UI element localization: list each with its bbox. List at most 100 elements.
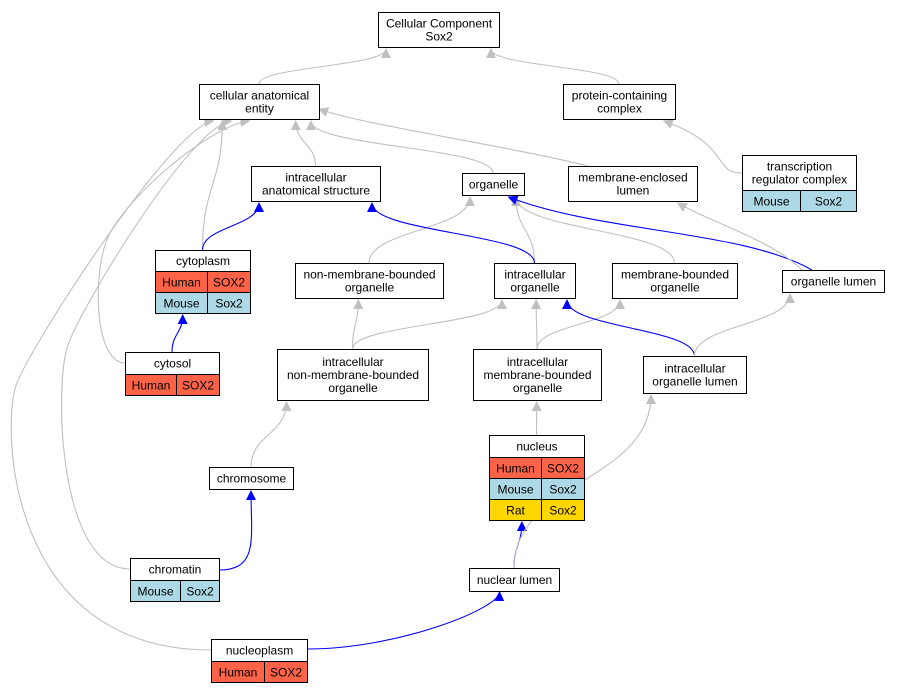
node-label-line: organelle lumen [652, 375, 737, 389]
edge-ol-to-mel [676, 202, 803, 271]
node-label-line: organelle [469, 178, 519, 192]
node-label-line: entity [245, 102, 274, 116]
species-label: Human [496, 462, 535, 476]
node-organelle[interactable]: organelle [462, 173, 525, 196]
node-label-line: cytosol [154, 357, 191, 371]
node-label-line: intracellular [322, 355, 383, 369]
node-label-line: intracellular [285, 171, 346, 185]
node-box [295, 263, 444, 299]
node-box [199, 84, 320, 120]
species-label: Human [162, 276, 201, 290]
node-label-line: non-membrane-bounded [303, 268, 435, 282]
edge-nucleoplasm-to-cae [10, 116, 215, 651]
node-box [568, 166, 698, 202]
node-label-line: membrane-enclosed [578, 171, 687, 185]
gene-cell [180, 580, 220, 602]
node-box [462, 173, 525, 196]
edge-nmbo-to-organelle [368, 196, 475, 264]
node-box [612, 263, 738, 299]
species-label: Mouse [753, 195, 789, 209]
edge-ias-to-cae [290, 120, 317, 167]
gene-label: Sox2 [815, 195, 843, 209]
species-label: Mouse [137, 585, 173, 599]
gene-label: SOX2 [182, 379, 214, 393]
node-label-line: nucleus [516, 440, 557, 454]
species-label: Human [132, 379, 171, 393]
edge-inmbo-to-nmbo [351, 299, 364, 350]
node-box [563, 84, 676, 120]
node-label-line: Cellular Component [386, 17, 493, 31]
edge-imbo-to-mbo [536, 299, 625, 350]
node-label-line: organelle [345, 281, 395, 295]
node-nlumen[interactable]: nuclear lumen [469, 568, 560, 592]
edge-chromosome-to-inmbo [250, 401, 292, 468]
edge-cytoplasm-to-ias [201, 202, 264, 251]
gene-cell [264, 661, 308, 683]
node-box [378, 12, 500, 48]
node-label-line: intracellular [507, 355, 568, 369]
species-label: Mouse [163, 297, 199, 311]
node-ol[interactable]: organelle lumen [782, 270, 885, 293]
gene-label: Sox2 [215, 297, 243, 311]
node-box [209, 467, 294, 490]
node-label-line: chromatin [149, 563, 202, 577]
node-label-line: lumen [617, 184, 650, 198]
edge-pcc-to-root [486, 48, 620, 85]
species-label: Rat [506, 504, 525, 518]
edge-inmbo-to-io [351, 299, 507, 350]
species-label: Mouse [497, 483, 533, 497]
node-chromosome[interactable]: chromosome [209, 467, 294, 490]
edge-nucleoplasm-to-nlumen [306, 591, 505, 650]
gene-cell [176, 374, 220, 396]
node-label-line: non-membrane-bounded [287, 368, 419, 382]
gene-label: Sox2 [549, 504, 577, 518]
gene-cell [541, 499, 585, 521]
node-label-line: membrane-bounded [621, 268, 729, 282]
node-label-line: Sox2 [425, 30, 453, 44]
node-box [277, 349, 429, 401]
edge-io-to-ias [367, 202, 536, 264]
edge-iol-to-io [562, 299, 696, 357]
node-label-line: organelle [510, 281, 560, 295]
gene-label: Sox2 [549, 483, 577, 497]
edge-trc-to-pcc [662, 119, 743, 174]
node-box [782, 270, 885, 293]
node-label-line: nucleoplasm [226, 644, 293, 658]
gene-label: SOX2 [547, 462, 579, 476]
node-label-line: chromosome [217, 472, 287, 486]
edge-imbo-to-io [531, 299, 542, 350]
node-label-line: organelle [328, 381, 378, 395]
node-label-line: transcription [767, 160, 832, 174]
node-label-line: intracellular [664, 362, 725, 376]
node-label-line: intracellular [504, 268, 565, 282]
edge-organelle-to-cae [306, 120, 494, 174]
gene-cell [800, 190, 857, 212]
node-inmbo[interactable]: intracellularnon-membrane-boundedorganel… [277, 349, 429, 401]
node-label-line: organelle [513, 381, 563, 395]
node-box [251, 166, 381, 202]
edge-io-to-organelle [511, 196, 536, 264]
node-label-line: anatomical structure [262, 184, 370, 198]
species-label: Human [219, 666, 258, 680]
edge-chromatin-to-cae [61, 116, 233, 570]
node-label-line: complex [597, 102, 642, 116]
node-label-line: cytoplasm [176, 254, 230, 268]
node-label-line: organelle lumen [791, 275, 876, 289]
